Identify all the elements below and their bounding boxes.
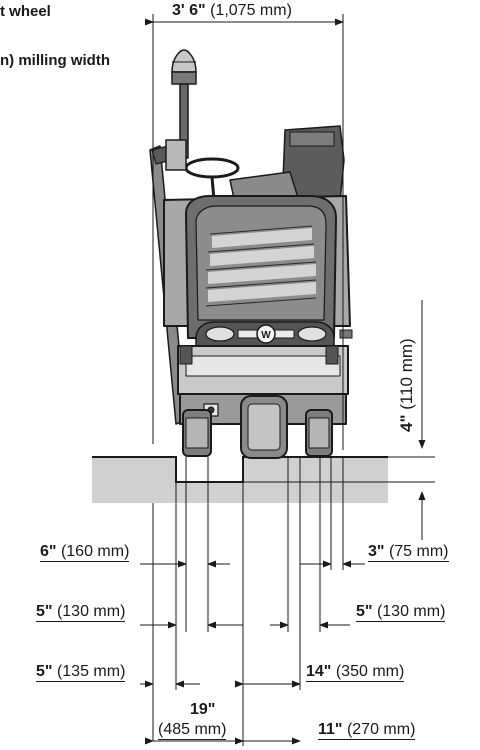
dim-6in-inch: 6"	[40, 543, 57, 560]
dimension-lines	[140, 14, 435, 746]
beacon-icon	[171, 49, 197, 85]
dim-11in-mm: (270 mm)	[346, 721, 416, 738]
dim-5in-130-left-mm: (130 mm)	[56, 603, 126, 620]
dim-6in-mm: (160 mm)	[60, 543, 130, 560]
logo-mark: W	[261, 330, 271, 341]
dim-5in-130-right-label: 5" (130 mm)	[356, 603, 446, 622]
overall-width-inch: 3' 6"	[172, 2, 206, 19]
front-wheel-caption: t wheel	[0, 3, 51, 20]
dim-5in-135-mm: (135 mm)	[56, 663, 126, 680]
dim-14in-inch: 14"	[306, 663, 332, 680]
machine-front-view	[149, 49, 353, 459]
dim-3in-inch: 3"	[368, 543, 385, 560]
dim-3in-mm: (75 mm)	[388, 543, 449, 560]
cut-depth-mm: (110 mm)	[397, 338, 416, 410]
dim-19in-inch-label: 19"	[190, 702, 215, 718]
cut-depth-inch: 4"	[397, 414, 416, 432]
dim-14in-mm: (350 mm)	[335, 663, 405, 680]
overall-width-label: 3' 6" (1,075 mm)	[172, 3, 292, 19]
dim-5in-130-left-inch: 5"	[36, 603, 53, 620]
dim-19in-inch: 19"	[190, 701, 216, 718]
dim-14in-label: 14" (350 mm)	[306, 663, 405, 682]
dim-3in-label: 3" (75 mm)	[368, 544, 449, 562]
dim-5in-135-label: 5" (135 mm)	[36, 663, 126, 682]
dim-5in-130-right-inch: 5"	[356, 603, 373, 620]
cut-depth-label: 4" (110 mm)	[397, 338, 416, 432]
milling-width-caption: n) milling width	[0, 52, 110, 69]
dim-6in-label: 6" (160 mm)	[40, 543, 130, 562]
dim-19in-mm-label: (485 mm)	[158, 721, 227, 740]
overall-width-mm: (1,075 mm)	[210, 2, 292, 19]
dim-11in-label: 11" (270 mm)	[318, 721, 416, 740]
dim-5in-130-right-mm: (130 mm)	[376, 603, 446, 620]
dim-19in-mm: (485 mm)	[158, 721, 227, 738]
dim-5in-130-left-label: 5" (130 mm)	[36, 603, 126, 622]
dim-5in-135-inch: 5"	[36, 663, 53, 680]
ground-section	[92, 456, 388, 503]
dim-11in-inch: 11"	[318, 721, 343, 738]
